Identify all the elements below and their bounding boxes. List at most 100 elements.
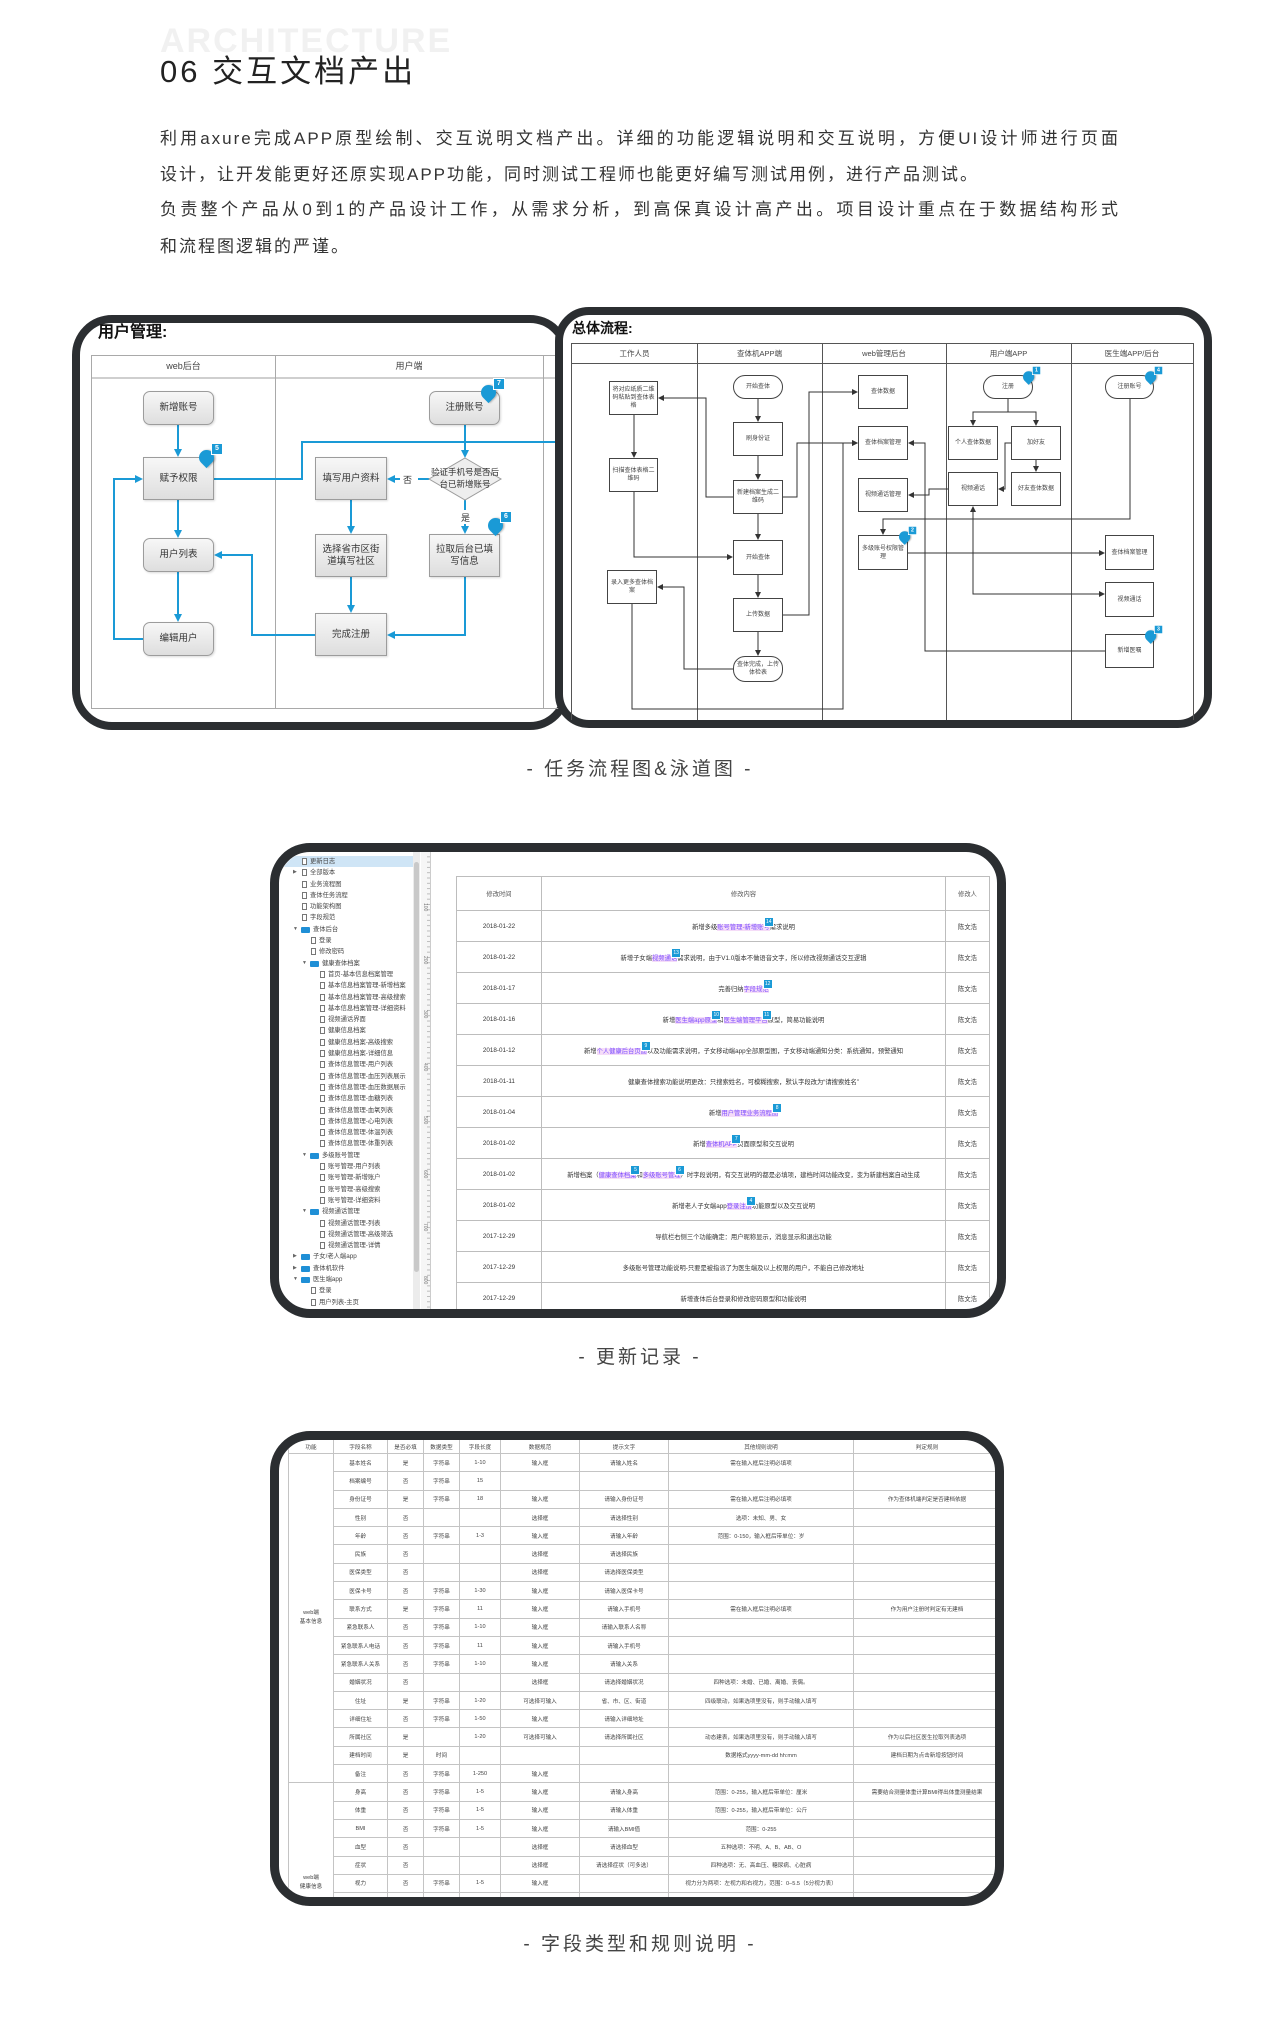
table-cell: 是 xyxy=(387,1599,424,1619)
tree-item[interactable]: 用户列表-主页 xyxy=(279,1297,413,1308)
tree-item[interactable]: ▶查体机软件 xyxy=(279,1263,413,1274)
tree-item[interactable]: 查体信息管理-血糖列表 xyxy=(279,1093,413,1104)
tree-item[interactable]: 业务流程图 xyxy=(279,879,413,890)
tree-item[interactable]: 查体任务流程 xyxy=(279,890,413,901)
doc-link-text[interactable]: 医生端app原型 xyxy=(675,1016,718,1024)
tree-item[interactable]: 首页-基本信息档案管理 xyxy=(279,969,413,980)
doc-link-text[interactable]: 多级账号管理 xyxy=(642,1171,681,1179)
annotation-marker[interactable]: 5 xyxy=(195,443,223,469)
doc-link-text[interactable]: 用户管理业务流程图 xyxy=(721,1109,779,1117)
cell-content: 多级账号管理功能说明-只要是被指派了为医生端及以上权限的用户，不能自己修改地址 xyxy=(541,1251,946,1283)
tree-item[interactable]: 功能架构图 xyxy=(279,901,413,912)
tree-item-label: 健康信息档案-高级搜索 xyxy=(328,1038,394,1046)
tree-item[interactable]: 查体信息管理-心电列表 xyxy=(279,1116,413,1127)
tree-item[interactable]: 视频通话管理-列表 xyxy=(279,1218,413,1229)
tree-item[interactable]: 字段规范 xyxy=(279,912,413,923)
caret-down-icon[interactable]: ▼ xyxy=(293,925,298,932)
annotation-marker[interactable]: 3 xyxy=(1142,625,1163,645)
table-cell xyxy=(853,1709,995,1729)
caret-down-icon[interactable]: ▼ xyxy=(302,959,307,966)
annotation-marker[interactable]: 4 xyxy=(1142,366,1163,386)
tree-item[interactable]: 查体信息管理-用户列表 xyxy=(279,1059,413,1070)
tree-item[interactable]: 查体信息管理-体重列表 xyxy=(279,1138,413,1149)
table-cell: 可选择可输入 xyxy=(500,1727,580,1747)
tree-item[interactable]: 健康信息档案-高级搜索 xyxy=(279,1037,413,1048)
doc-link-text[interactable]: 账号管理-新增账号 xyxy=(717,923,770,931)
tree-item[interactable]: 基本信息档案管理-高级搜索 xyxy=(279,992,413,1003)
doc-link-text[interactable]: 健康查体档案 xyxy=(598,1171,637,1179)
caret-right-icon[interactable]: ▶ xyxy=(293,1253,297,1260)
tree-item[interactable]: 账号管理-用户列表 xyxy=(279,1161,413,1172)
tree-item[interactable]: 基本信息档案管理-新增档案 xyxy=(279,980,413,991)
group-label: web端 健康信息 xyxy=(288,1782,334,1897)
tree-item-label: 账号管理-新增账户 xyxy=(328,1174,381,1182)
annotation-marker[interactable]: 2 xyxy=(896,526,917,546)
tree-item[interactable]: ▼视频通话管理 xyxy=(279,1206,413,1217)
table-cell xyxy=(459,1855,501,1875)
content-text: 新增 xyxy=(708,1109,722,1117)
doc-link-text[interactable]: 医生端管理平台 xyxy=(723,1016,768,1024)
tree-item[interactable]: 账号管理-新增账户 xyxy=(279,1172,413,1183)
scrollbar-thumb[interactable] xyxy=(414,862,419,1272)
tree-item[interactable]: 查体信息管理-血氧列表 xyxy=(279,1105,413,1116)
tree-scrollbar[interactable] xyxy=(413,852,420,1309)
doc-link-text[interactable]: 登录注册 xyxy=(726,1202,752,1210)
tree-item[interactable]: 查体信息管理-血压数据展示 xyxy=(279,1082,413,1093)
table-cell xyxy=(423,1727,460,1747)
tree-item[interactable]: ▶全部版本 xyxy=(279,867,413,878)
doc-link-text[interactable]: 视频通话 xyxy=(652,954,678,962)
caret-down-icon[interactable]: ▼ xyxy=(293,1275,298,1282)
tree-item[interactable]: 基本信息档案管理-详细资料 xyxy=(279,1003,413,1014)
tree-item[interactable]: 聊天 xyxy=(279,1308,413,1309)
table-cell: 范围：0-150，输入框后带单位：岁 xyxy=(668,1526,854,1546)
table-cell: 婚姻状况 xyxy=(333,1672,388,1692)
tree-item[interactable]: 账号管理-高级搜索 xyxy=(279,1184,413,1195)
doc-link-text[interactable]: 查体机APP xyxy=(705,1140,738,1148)
caret-right-icon[interactable]: ▶ xyxy=(293,869,297,876)
tree-item[interactable]: 健康信息档案-详细信息 xyxy=(279,1048,413,1059)
tree-item[interactable]: 登录 xyxy=(279,1285,413,1296)
tree-item-label: 更新日志 xyxy=(310,858,336,865)
tree-item-label: 基本信息档案管理-高级搜索 xyxy=(328,993,406,1001)
tree-item[interactable]: 视频通话界面 xyxy=(279,1014,413,1025)
tree-item[interactable]: ▶子女/老人端app xyxy=(279,1251,413,1262)
table-cell: 输入框 xyxy=(500,1489,580,1509)
tree-item[interactable]: 修改密码 xyxy=(279,946,413,957)
tree-item[interactable]: 查体信息管理-体温列表 xyxy=(279,1127,413,1138)
table-cell xyxy=(853,1526,995,1546)
tree-item[interactable]: ▼查体后台 xyxy=(279,924,413,935)
caret-down-icon[interactable]: ▼ xyxy=(302,1208,307,1215)
doc-link-text[interactable]: 个人健康后台页面 xyxy=(596,1047,647,1055)
tree-item-label: 查体信息管理-体温列表 xyxy=(328,1129,394,1137)
tree-item[interactable]: 健康信息档案 xyxy=(279,1025,413,1036)
caret-down-icon[interactable]: ▼ xyxy=(302,1151,307,1158)
caret-right-icon[interactable]: ▶ xyxy=(293,1264,297,1271)
tree-item[interactable]: ▼健康查体档案 xyxy=(279,958,413,969)
tree-item[interactable]: 查体信息管理-血压列表展示 xyxy=(279,1071,413,1082)
tree-item[interactable]: 登录 xyxy=(279,935,413,946)
tree-item[interactable]: ▼医生端app xyxy=(279,1274,413,1285)
tree-item[interactable]: 视频通话管理-高级筛选 xyxy=(279,1229,413,1240)
doc-link-text[interactable]: 字段规范 xyxy=(743,985,769,993)
tree-item[interactable]: 视频通话管理-详情 xyxy=(279,1240,413,1251)
annotation-marker[interactable]: 7 xyxy=(477,378,505,404)
tree-item[interactable]: 账号管理-详细资料 xyxy=(279,1195,413,1206)
tree-item[interactable]: 更新日志 xyxy=(279,856,413,868)
table-cell xyxy=(579,1745,669,1766)
annotation-marker[interactable]: 6 xyxy=(484,511,512,537)
node-start-exam-2: 开始查体 xyxy=(733,540,783,575)
annotation-marker[interactable]: 1 xyxy=(1020,366,1041,386)
tree-item[interactable]: ▼多级账号管理 xyxy=(279,1150,413,1161)
